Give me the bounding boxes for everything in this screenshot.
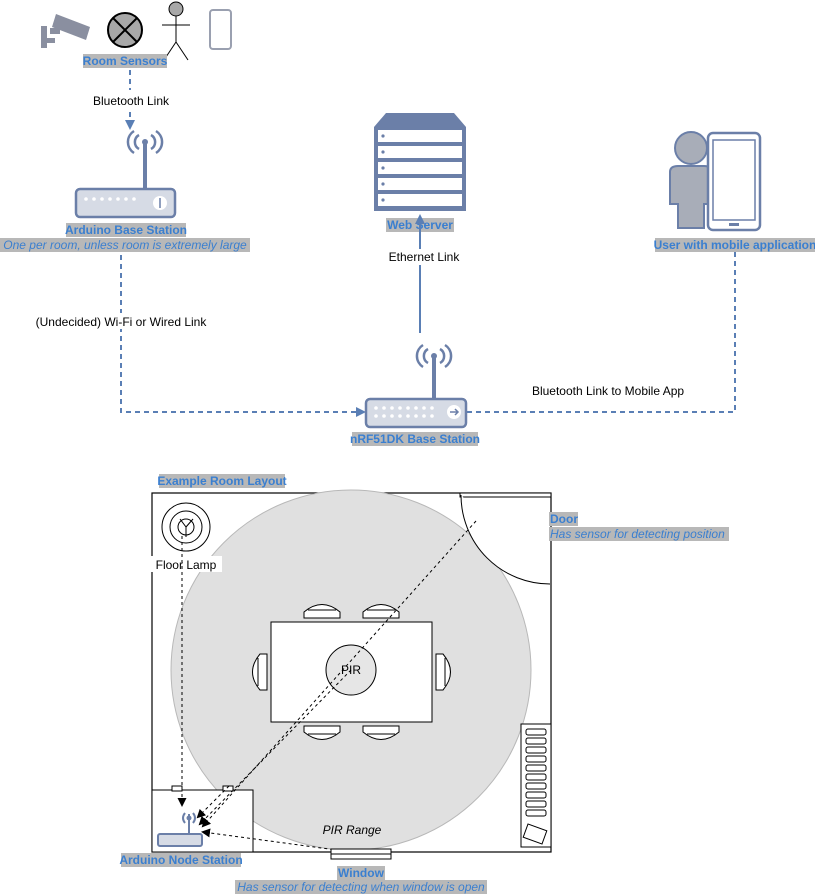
room-sensors-label-bg [83,54,167,68]
phone-icon [209,9,232,50]
nrf-router-icon [364,343,468,429]
cabinet-sensor-link [196,785,230,819]
arduino-node-label: Arduino Node Station [119,853,242,867]
nrf-base-station-label: nRF51DK Base Station [350,432,480,446]
node-label-bg [121,853,241,867]
person-icon [162,1,190,61]
door-label-bg [549,512,578,526]
camera-icon [41,14,90,48]
nrf-label-bg [352,432,478,446]
bluetooth-link-label: Bluetooth Link [93,94,170,108]
room-sensors-label: Room Sensors [83,54,168,68]
ethernet-link-label-bg [384,249,464,265]
light-bulb-icon [107,12,143,48]
floor-lamp-label-bg [150,556,222,572]
arduino-base-station-label: Arduino Base Station [65,223,187,237]
window-sensor-link [201,828,352,853]
door-note-bg [549,527,729,541]
window-label: Window [338,866,385,880]
room-layout-title: Example Room Layout [157,474,286,488]
window-note: Has sensor for detecting when window is … [237,880,485,894]
floor-lamp-icon [161,502,211,552]
ethernet-link-label: Ethernet Link [389,250,461,264]
pir-label: PIR [341,663,361,677]
door-note: Has sensor for detecting position [550,527,725,541]
wifi-wired-link-line [120,255,366,417]
window-label-bg [337,866,385,880]
floor-lamp-label: Floor Lamp [156,558,217,572]
bluetooth-mobile-link-label: Bluetooth Link to Mobile App [532,384,684,398]
arduino-base-label-bg [66,223,186,237]
pir-range-label: PIR Range [323,823,382,837]
node-station-icon [157,812,203,847]
room-title-bg [159,474,285,488]
arduino-base-note-bg [0,238,250,252]
wifi-wired-label-bg [30,313,212,329]
user-mobile-label: User with mobile application [654,238,815,252]
chair-icon [252,604,451,740]
mobile-user-icon [669,131,762,232]
window-note-bg [235,880,487,894]
server-icon [374,113,466,211]
door-label: Door [550,512,578,526]
door-icon [459,492,552,585]
radiator-icon [520,723,552,848]
router-icon [74,129,177,219]
wifi-wired-link-label: (Undecided) Wi-Fi or Wired Link [36,315,208,329]
user-mobile-label-bg [655,238,815,252]
arduino-base-station-note: One per room, unless room is extremely l… [3,238,247,252]
door-sensor-link [201,520,477,828]
